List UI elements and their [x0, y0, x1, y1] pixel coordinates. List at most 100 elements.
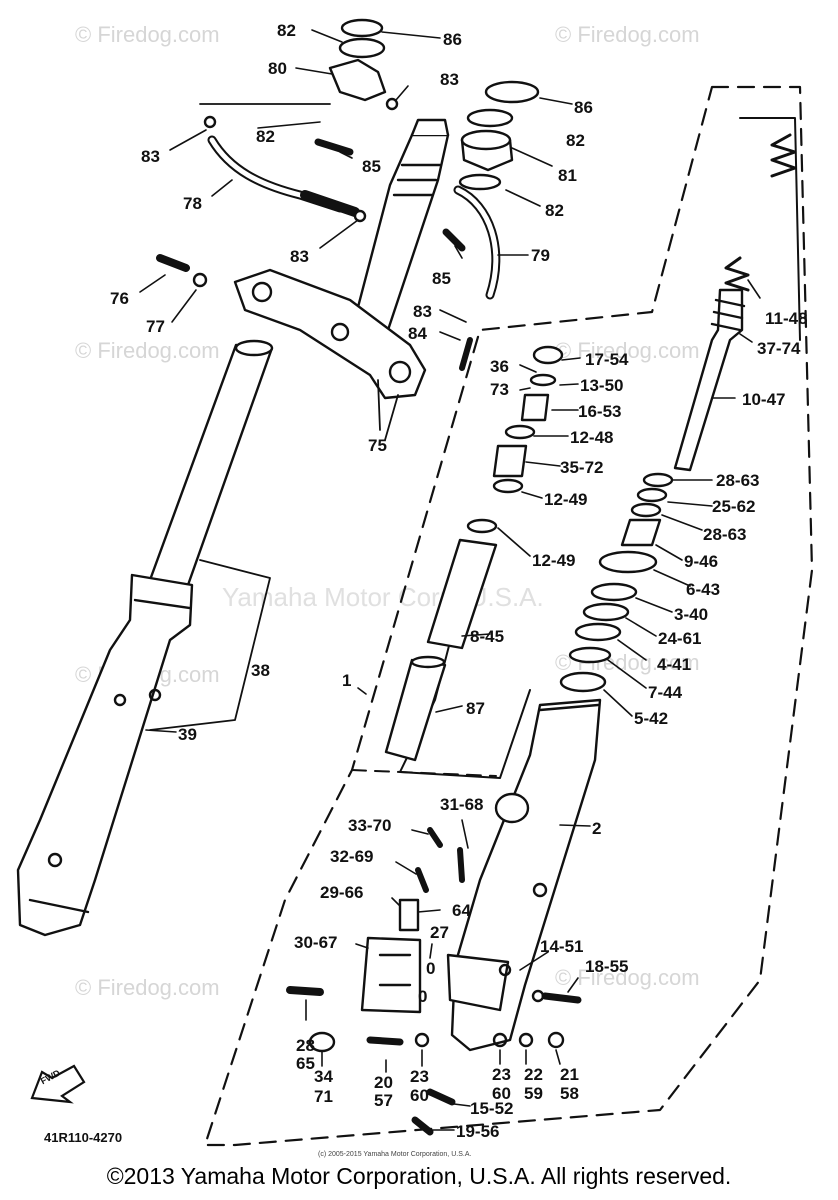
part-label-58: 58: [560, 1084, 579, 1103]
part-label-14-51: 14-51: [540, 937, 584, 956]
part-label-2: 2: [592, 819, 602, 838]
part-label-85: 85: [362, 157, 381, 176]
upper-bracket: [328, 58, 387, 102]
part-label-3-40: 3-40: [674, 605, 709, 624]
part-label-33-70: 33-70: [348, 816, 392, 835]
part-label-6-43: 6-43: [686, 580, 721, 599]
watermark-yamaha: Yamaha Motor Corp, U.S.A.: [222, 582, 544, 612]
part-label-84: 84: [408, 324, 427, 343]
part-label-60: 60: [492, 1084, 511, 1103]
watermark-firedog: © Firedog.com: [555, 22, 700, 47]
part-label-83: 83: [440, 70, 459, 89]
watermark-firedog: © Firedog.com: [555, 965, 700, 990]
watermark-firedog: © Firedog.com: [75, 338, 220, 363]
part-label-36: 36: [490, 357, 509, 376]
part-label-83: 83: [290, 247, 309, 266]
part-label-59: 59: [524, 1084, 543, 1103]
part-label-38: 38: [251, 661, 270, 680]
left-outer-tube: [16, 573, 194, 937]
part-label-77: 77: [146, 317, 165, 336]
part-label-79: 79: [531, 246, 550, 265]
part-label-83: 83: [141, 147, 160, 166]
part-label-19-56: 19-56: [456, 1122, 500, 1141]
part-label-5-42: 5-42: [634, 709, 669, 728]
slide-metal: [620, 518, 662, 547]
part-label-82: 82: [256, 127, 275, 146]
part-label-65: 65: [296, 1054, 315, 1073]
part-label-82: 82: [545, 201, 564, 220]
part-label-64: 64: [452, 901, 471, 920]
part-label-86: 86: [574, 98, 593, 117]
part-label-9-46: 9-46: [684, 552, 719, 571]
part-label-78: 78: [183, 194, 202, 213]
left-inner-tube: [148, 343, 274, 587]
part-label-31-68: 31-68: [440, 795, 484, 814]
part-label-85: 85: [432, 269, 451, 288]
damper-rod: [673, 288, 744, 472]
part-label-16-53: 16-53: [578, 402, 622, 421]
part-label-12-48: 12-48: [570, 428, 614, 447]
part-label-30-67: 30-67: [294, 933, 338, 952]
inner-boundary: [739, 117, 801, 341]
under-bracket: [233, 268, 427, 400]
part-label-28-63: 28-63: [703, 525, 747, 544]
part-label-82: 82: [566, 131, 585, 150]
part-label-20: 20: [374, 1073, 393, 1092]
part-label-73: 73: [490, 380, 509, 399]
part-label-21: 21: [560, 1065, 579, 1084]
part-label-60: 60: [410, 1086, 429, 1105]
part-label-35-72: 35-72: [560, 458, 604, 477]
part-label-76: 76: [110, 289, 129, 308]
part-label-32-69: 32-69: [330, 847, 374, 866]
part-label-25-62: 25-62: [712, 497, 756, 516]
part-label-13-50: 13-50: [580, 376, 624, 395]
diagram-code: 41R110-4270: [44, 1130, 123, 1145]
part-label-81: 81: [558, 166, 577, 185]
part-label-0: 0: [426, 959, 436, 978]
inner-tube-8-45: [426, 538, 498, 650]
part-label-18-55: 18-55: [585, 957, 629, 976]
part-label-80: 80: [268, 59, 287, 78]
small-copyright: (c) 2005-2015 Yamaha Motor Corporation, …: [318, 1151, 472, 1158]
part-label-87: 87: [466, 699, 485, 718]
part-label-29-66: 29-66: [320, 883, 364, 902]
part-label-28-63: 28-63: [716, 471, 760, 490]
part-label-23: 23: [492, 1065, 511, 1084]
part-label-37-74: 37-74: [757, 339, 801, 358]
part-label-22: 22: [524, 1065, 543, 1084]
inner-divider: [351, 769, 497, 777]
part-label-86: 86: [443, 30, 462, 49]
part-label-27: 27: [430, 923, 449, 942]
part-label-28: 28: [296, 1036, 315, 1055]
spacer-35-72: [492, 444, 528, 478]
part-label-10-47: 10-47: [742, 390, 786, 409]
part-label-82: 82: [277, 21, 296, 40]
part-label-23: 23: [410, 1067, 429, 1086]
part-label-8-45: 8-45: [470, 627, 505, 646]
caliper: [360, 936, 422, 1014]
fork-cover-87: [384, 658, 447, 762]
part-label-39: 39: [178, 725, 197, 744]
part-label-12-49: 12-49: [544, 490, 588, 509]
copyright-footer: ©2013 Yamaha Motor Corporation, U.S.A. A…: [106, 1163, 732, 1189]
part-label-24-61: 24-61: [658, 629, 702, 648]
part-label-83: 83: [413, 302, 432, 321]
part-label-4-41: 4-41: [657, 655, 692, 674]
part-label-71: 71: [314, 1087, 333, 1106]
watermark-firedog: © Firedog.com: [75, 22, 220, 47]
assembly-boundary-outer: [203, 85, 814, 1147]
part-label-7-44: 7-44: [648, 683, 683, 702]
part-label-34: 34: [314, 1067, 333, 1086]
fwd-arrow-icon: [30, 1064, 86, 1104]
part-label-15-52: 15-52: [470, 1099, 514, 1118]
part-label-11-48: 11-48: [765, 309, 808, 328]
part-label-57: 57: [374, 1091, 393, 1110]
part-label-17-54: 17-54: [585, 350, 629, 369]
part-label-1: 1: [342, 671, 352, 690]
part-label-12-49: 12-49: [532, 551, 576, 570]
fork-spring: [770, 133, 797, 178]
part-label-75: 75: [368, 436, 387, 455]
part-label-0: 0: [418, 987, 428, 1006]
watermark-firedog: © Firedog.com: [75, 975, 220, 1000]
